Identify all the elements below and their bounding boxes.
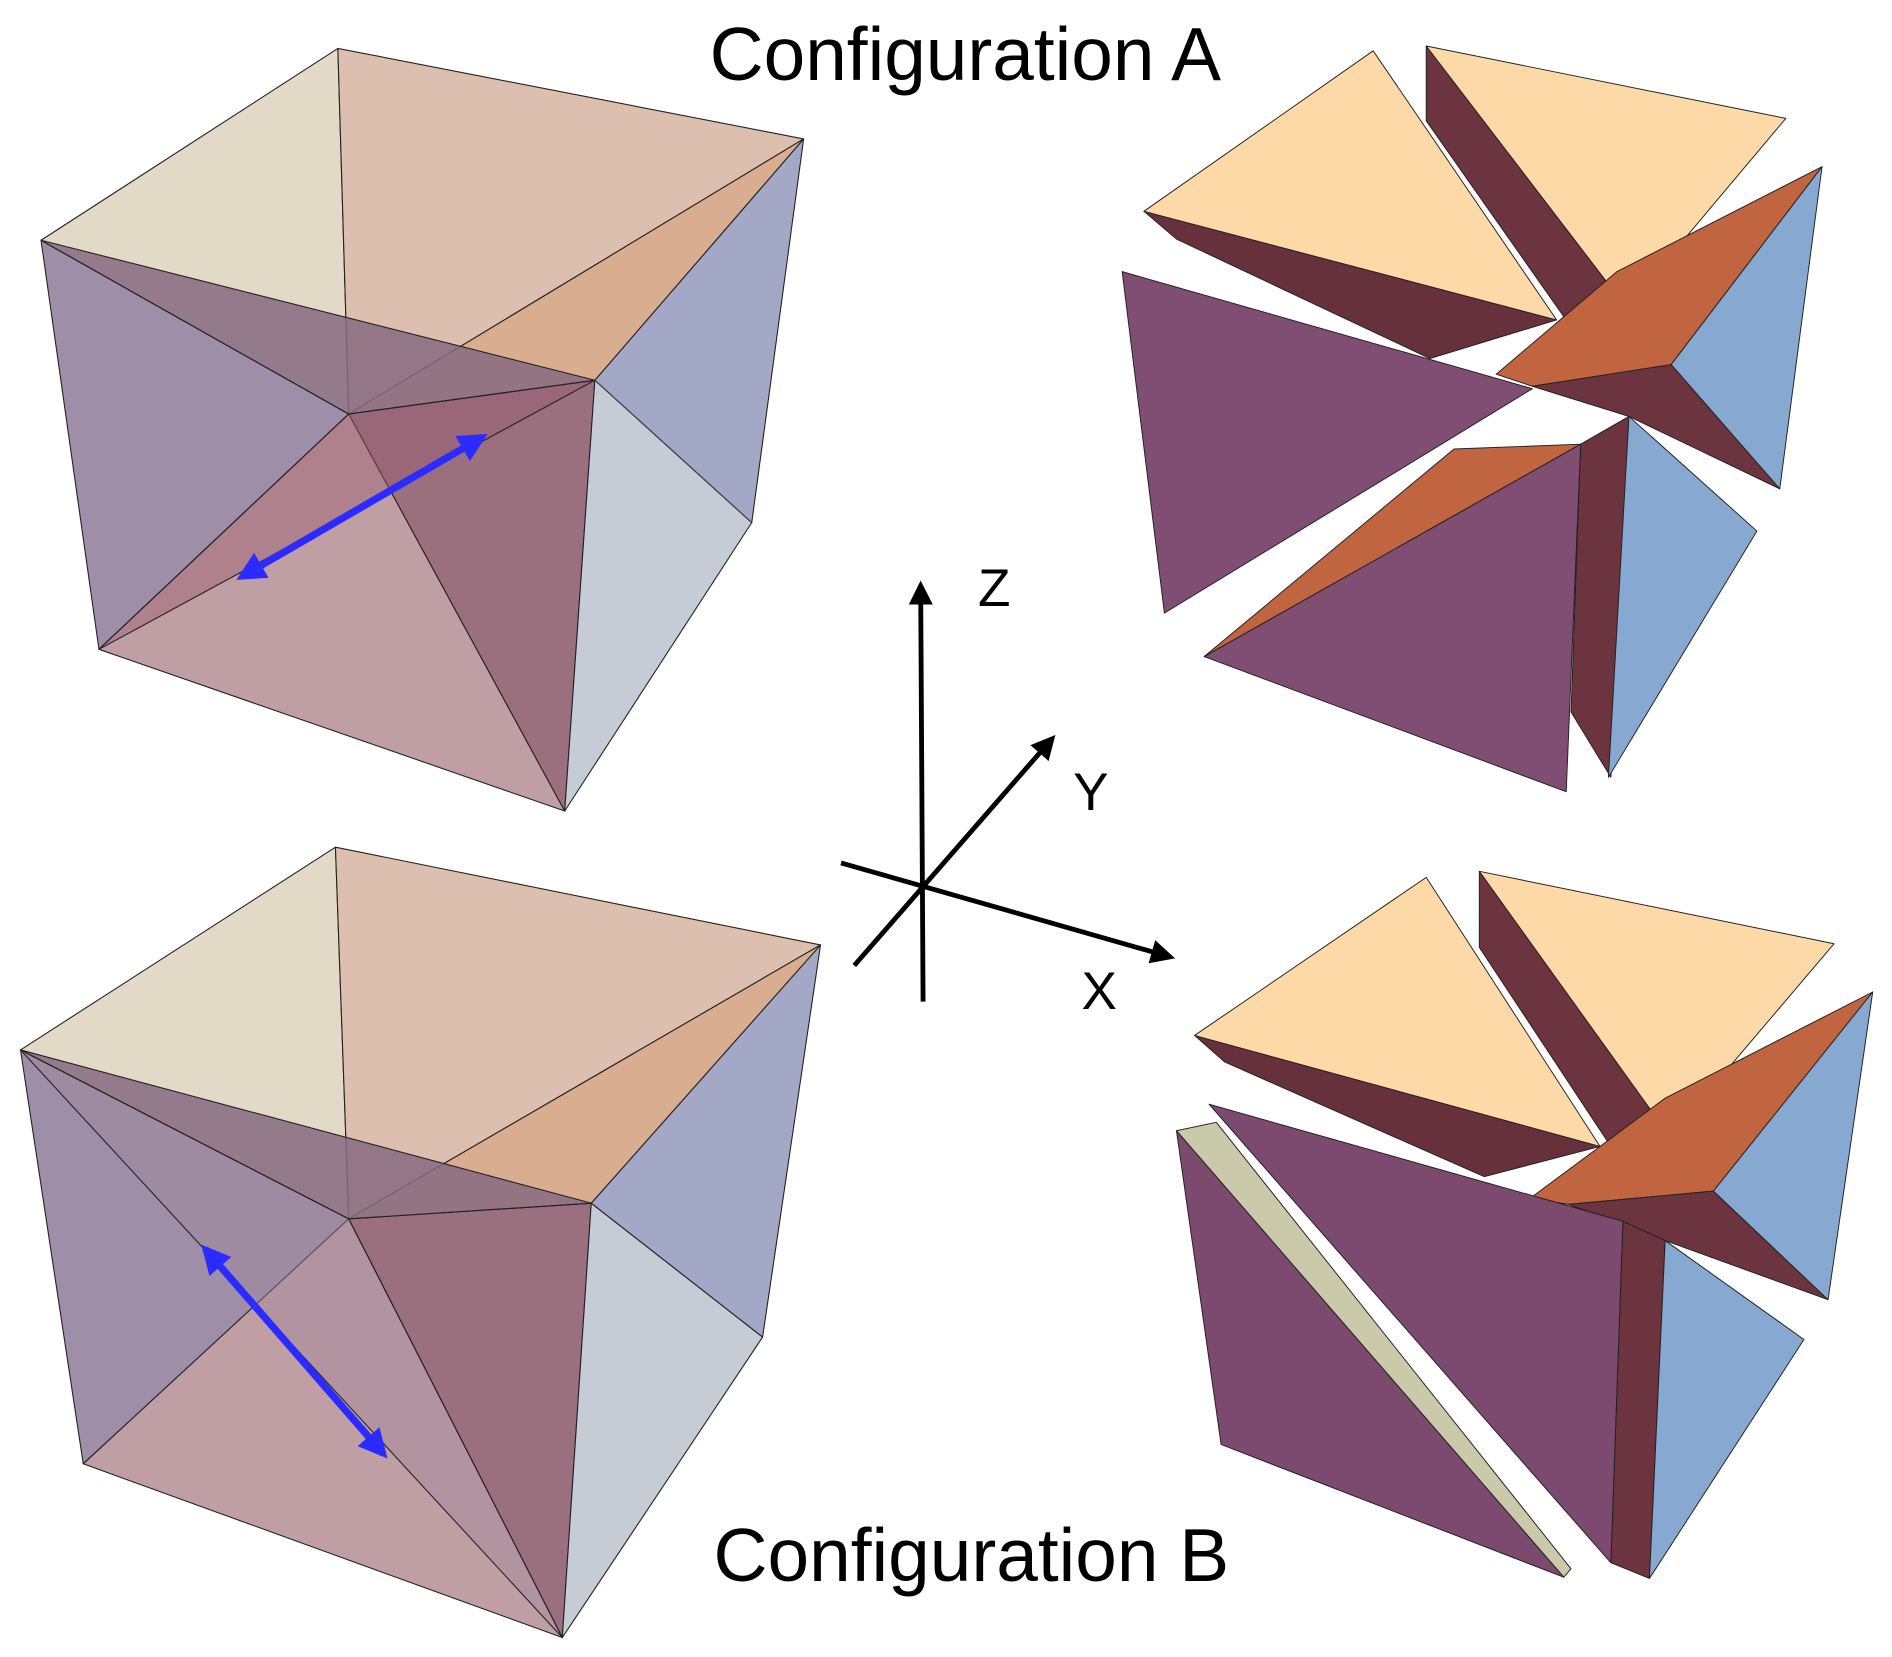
purple-triangle xyxy=(1175,1130,1565,1578)
purple-triangle xyxy=(1208,1103,1624,1564)
purple-triangle xyxy=(1121,271,1533,614)
y-axis xyxy=(852,734,1056,968)
peach-triangle xyxy=(1478,870,1835,1138)
purple-triangle xyxy=(1203,443,1582,793)
blue-triangle xyxy=(1712,991,1874,1301)
x-axis-label: X xyxy=(1082,962,1117,1021)
y-axis-label: Y xyxy=(1073,763,1108,822)
exploded-tetrahedra-a xyxy=(1121,45,1823,793)
blue-triangle xyxy=(1648,1240,1805,1579)
blue-triangle xyxy=(1607,415,1758,778)
title-configuration-a: Configuration A xyxy=(710,12,1222,96)
cube-configuration-a xyxy=(40,47,805,812)
coordinate-axes: Z Y X xyxy=(840,559,1176,1021)
double-arrow-a xyxy=(236,433,488,581)
double-arrow-b xyxy=(201,1244,388,1459)
peach-triangle xyxy=(1425,45,1787,309)
peach-triangle xyxy=(1143,50,1558,321)
blue-triangle xyxy=(1670,166,1823,490)
cube-a-hidden-edge xyxy=(594,379,753,523)
peach-triangle xyxy=(1194,876,1601,1147)
cube-configuration-b xyxy=(19,846,822,1639)
z-axis-label: Z xyxy=(978,559,1010,618)
exploded-tetrahedra-b xyxy=(1175,870,1874,1579)
x-axis xyxy=(840,860,1176,964)
title-configuration-b: Configuration B xyxy=(714,1513,1230,1597)
z-axis xyxy=(908,580,933,1002)
